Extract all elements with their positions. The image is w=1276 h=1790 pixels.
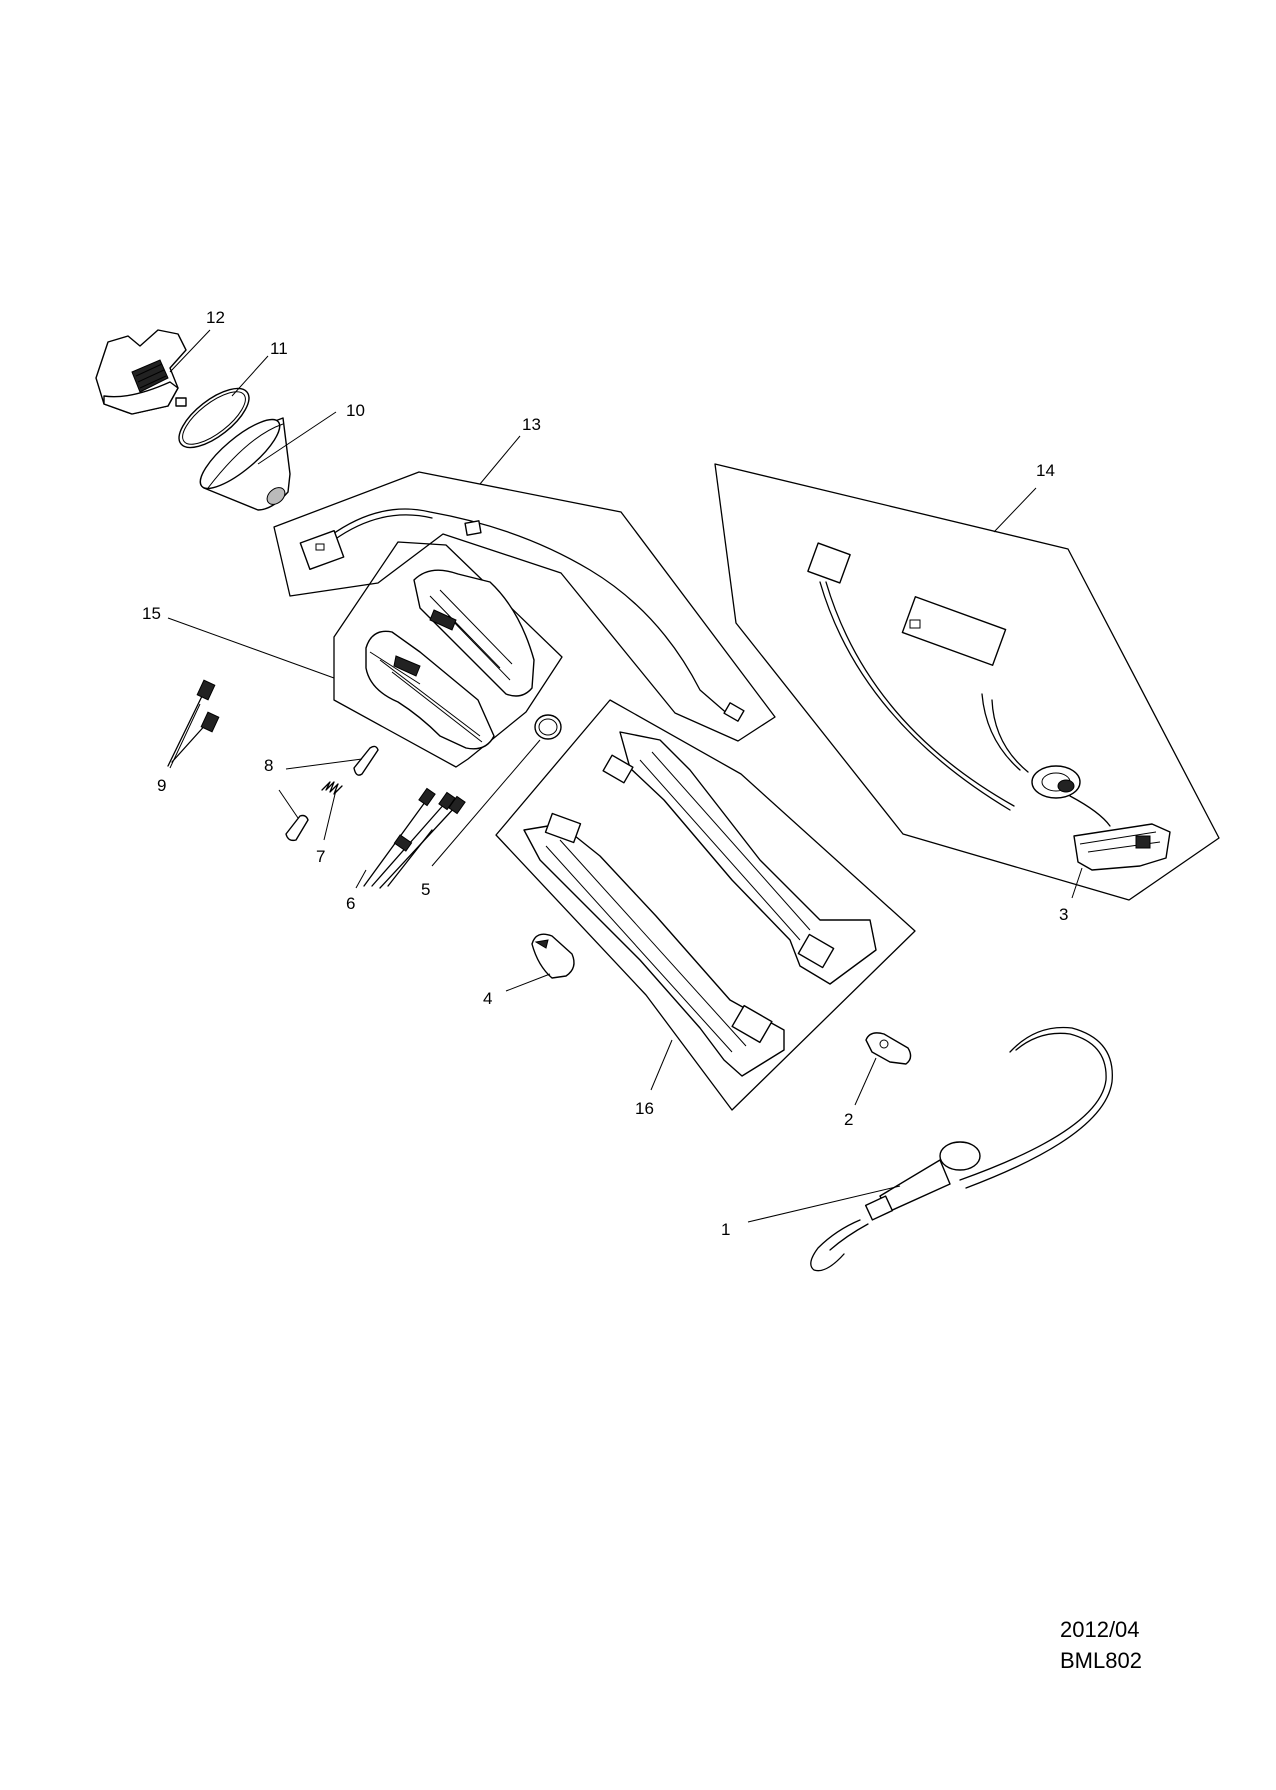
callout-3: 3 bbox=[1059, 905, 1068, 924]
leader-12 bbox=[169, 329, 211, 373]
leader-3 bbox=[1071, 867, 1083, 899]
leader-13 bbox=[479, 435, 521, 485]
leader-6 bbox=[355, 869, 367, 889]
group-outline-15 bbox=[333, 541, 563, 768]
part-14-battery bbox=[807, 542, 1111, 827]
part-11-gasket-inner bbox=[182, 391, 246, 445]
leader-8b bbox=[278, 789, 299, 819]
callout-4: 4 bbox=[483, 989, 492, 1008]
part-10-reflector bbox=[199, 417, 291, 511]
part-4-clip-detail bbox=[534, 939, 549, 949]
part-9-screws bbox=[167, 679, 220, 767]
leader-4 bbox=[505, 973, 551, 992]
part-2-bracket bbox=[865, 1032, 912, 1065]
part-7-plug bbox=[285, 814, 309, 842]
leader-2 bbox=[854, 1057, 877, 1106]
part-16-chassis bbox=[523, 731, 877, 1077]
callout-1: 1 bbox=[721, 1220, 730, 1239]
callout-8: 8 bbox=[264, 756, 273, 775]
leader-7 bbox=[323, 789, 337, 841]
callout-15: 15 bbox=[142, 604, 161, 623]
callout-11: 11 bbox=[270, 339, 288, 358]
leader-14 bbox=[993, 487, 1037, 533]
callout-16: 16 bbox=[635, 1099, 654, 1118]
callout-6: 6 bbox=[346, 894, 355, 913]
leader-10 bbox=[257, 411, 337, 465]
part-2-hole bbox=[879, 1039, 889, 1049]
callout-9: 9 bbox=[157, 776, 166, 795]
part-11-gasket bbox=[178, 387, 250, 449]
part-12-ring-nut bbox=[95, 329, 187, 415]
part-13-cable bbox=[299, 508, 745, 722]
leader-11 bbox=[231, 355, 269, 397]
part-1-lanyard bbox=[810, 1026, 1113, 1272]
part-3-connector bbox=[1073, 823, 1171, 871]
group-outline-13 bbox=[273, 471, 776, 742]
group-outline-14 bbox=[714, 463, 1220, 901]
part-5-oring-inner bbox=[538, 718, 558, 736]
footer-code: BML802 bbox=[1060, 1648, 1142, 1673]
callout-14: 14 bbox=[1036, 461, 1055, 480]
part-4-clip bbox=[531, 933, 575, 979]
leader-15 bbox=[167, 617, 335, 679]
part-6-screws bbox=[363, 787, 466, 889]
callout-10: 10 bbox=[346, 401, 365, 420]
part-7-spring bbox=[321, 781, 343, 795]
leader-9 bbox=[169, 703, 201, 769]
leader-5 bbox=[431, 739, 541, 867]
part-8-pin bbox=[353, 745, 379, 776]
callout-13: 13 bbox=[522, 415, 541, 434]
leader-8 bbox=[285, 758, 363, 770]
leader-16 bbox=[650, 1039, 673, 1091]
footer-date: 2012/04 bbox=[1060, 1617, 1140, 1642]
callout-2: 2 bbox=[844, 1110, 853, 1129]
part-15-housing bbox=[365, 569, 535, 750]
group-outline-16 bbox=[495, 699, 916, 1111]
callout-7: 7 bbox=[316, 847, 325, 866]
callout-5: 5 bbox=[421, 880, 430, 899]
callout-12: 12 bbox=[206, 308, 225, 327]
leader-1 bbox=[747, 1185, 901, 1223]
